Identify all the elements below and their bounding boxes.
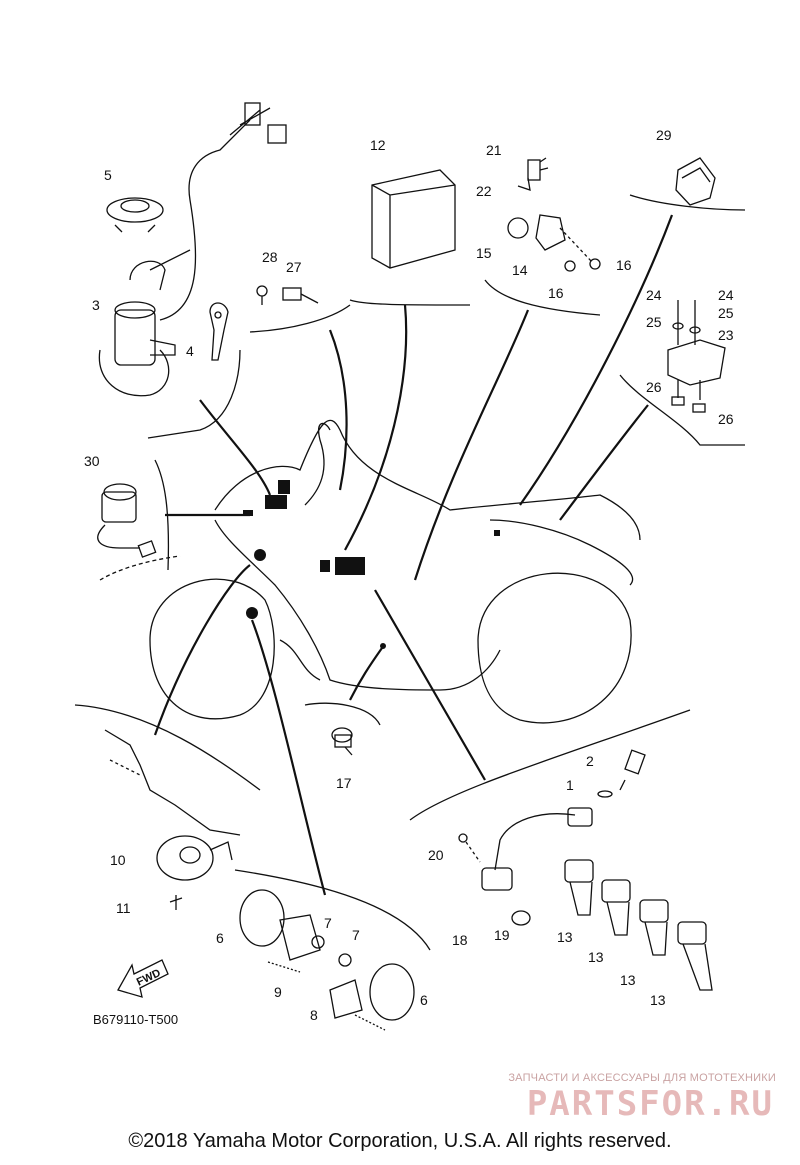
callout-25b: 25 [718,305,734,321]
callout-12: 12 [370,137,386,153]
callout-8: 8 [310,1007,318,1023]
callout-29: 29 [656,127,672,143]
callout-10: 10 [110,852,126,868]
callout-24a: 24 [646,287,662,303]
callout-17: 17 [336,775,352,791]
callout-16b: 16 [548,285,564,301]
watermark-logo: PARTSFOR.RU [526,1084,774,1124]
callout-20: 20 [428,847,444,863]
callout-27: 27 [286,259,302,275]
callout-14: 14 [512,262,528,278]
part-sensor-small [256,285,319,305]
callout-11: 11 [116,900,131,916]
callout-13b: 13 [588,949,604,965]
leader-lines [153,214,674,896]
callout-13a: 13 [557,929,573,945]
harness-blobs [243,480,500,649]
callout-25a: 25 [646,314,662,330]
callout-2: 2 [586,753,594,769]
callout-7b: 7 [352,927,360,943]
part-coolant-sensor [597,749,646,798]
callout-26a: 26 [646,379,662,395]
part-cap [106,197,164,233]
part-horn [104,729,241,910]
callout-19: 19 [494,927,510,943]
part-relay [675,157,716,206]
part-reflectors [239,889,415,1031]
callout-7a: 7 [324,915,332,931]
drawing-code: B679110-T500 [93,1012,178,1027]
watermark-tagline: ЗАПЧАСТИ И АКСЕССУАРЫ ДЛЯ МОТОТЕХНИКИ [508,1072,776,1084]
part-key [209,302,229,361]
part-oil-switch [331,727,353,756]
part-temp-sensor [517,157,549,191]
group-brackets [74,194,746,951]
callout-6b: 6 [420,992,428,1008]
forward-arrow-icon [117,959,169,998]
callout-24b: 24 [718,287,734,303]
copyright-notice: ©2018 Yamaha Motor Corporation, U.S.A. A… [128,1130,672,1152]
callout-6a: 6 [216,930,224,946]
callout-21: 21 [486,142,502,158]
callout-9: 9 [274,984,282,1000]
callout-15: 15 [476,245,492,261]
callout-30: 30 [84,453,100,469]
callout-5: 5 [104,167,112,183]
callout-23: 23 [718,327,734,343]
callout-13c: 13 [620,972,636,988]
callout-4: 4 [186,343,194,359]
callout-26b: 26 [718,411,734,427]
callout-28: 28 [262,249,278,265]
callout-labels: 1 2 3 4 5 6 6 7 7 8 9 10 11 12 13 13 13 … [84,127,734,1027]
fwd-label: FWD [135,967,163,988]
motorcycle-outline [149,419,641,724]
callout-1: 1 [566,777,574,793]
callout-22: 22 [476,183,492,199]
part-main-switch [98,102,287,397]
part-bracket-set [667,300,726,413]
part-ecu [371,169,456,269]
callout-18: 18 [452,932,468,948]
part-ignition-coils [564,859,713,991]
callout-13d: 13 [650,992,666,1008]
part-sensor-assembly [507,214,601,272]
part-dc-socket [97,483,181,581]
part-crank-sensor [458,807,593,926]
callout-16a: 16 [616,257,632,273]
callout-3: 3 [92,297,100,313]
